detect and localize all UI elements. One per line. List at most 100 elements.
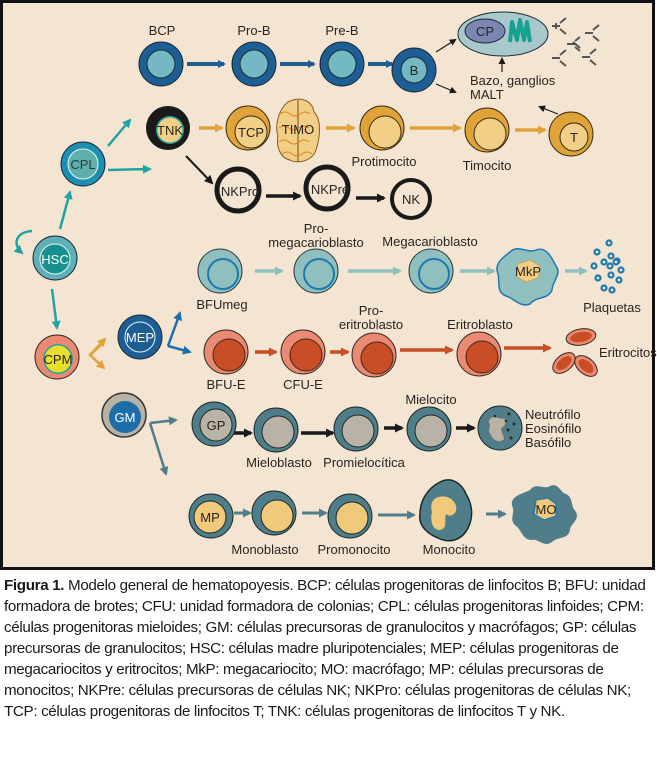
cell-monocito <box>419 479 473 542</box>
label-bfue: BFU-E <box>207 377 246 392</box>
label-tcp: TCP <box>238 125 264 140</box>
cell-nkpro: NKPro <box>214 166 262 214</box>
cell-cfue <box>280 329 326 375</box>
erythroid-row: BFU-E CFU-E Pro- eritroblasto Eritroblas… <box>203 303 657 392</box>
label-b: B <box>410 63 419 78</box>
label-bazo: Bazo, ganglios <box>470 73 556 88</box>
label-promega-1: Pro- <box>304 221 329 236</box>
platelets-icon <box>590 239 625 294</box>
arrow-hsc-self-renewal <box>13 229 33 255</box>
label-hsc: HSC <box>41 252 68 267</box>
label-cp: CP <box>476 24 494 39</box>
label-cpm: CPM <box>44 352 73 367</box>
cell-granulocito <box>477 405 523 451</box>
arrow-mep-bfue <box>167 344 192 355</box>
label-eritroblasto: Eritroblasto <box>447 317 513 332</box>
label-plaquetas: Plaquetas <box>583 300 641 315</box>
label-nkpre: NKPre <box>311 182 349 197</box>
cell-gm: GM <box>101 392 147 438</box>
megakaryocyte-row: BFUmeg Pro- megacarioblasto Megacariobla… <box>196 221 641 315</box>
t-lineage-row: TNK TCP TIMO Protimocito Timocito <box>146 98 594 173</box>
plasma-cell: CP <box>457 11 549 57</box>
label-mep: MEP <box>126 330 154 345</box>
arrow-tnk-nkpro <box>185 155 214 185</box>
b-lineage-row: BCP Pro-B Pre-B B CP <box>138 11 600 102</box>
cell-promielocitica <box>333 406 379 452</box>
cell-timocito <box>464 107 510 153</box>
cell-bfumeg <box>197 248 243 294</box>
cell-megacarioblasto <box>408 248 454 294</box>
label-gp: GP <box>207 418 226 433</box>
arrow-t-malt <box>538 105 559 115</box>
caption-text: Modelo general de hematopoyesis. BCP: cé… <box>4 577 646 720</box>
label-mielocito: Mielocito <box>405 392 456 407</box>
label-basofilo: Basófilo <box>525 435 571 450</box>
cell-hsc: HSC <box>32 235 78 281</box>
label-mkp: MkP <box>515 264 541 279</box>
figure-caption: Figura 1. Modelo general de hematopoyesi… <box>4 575 654 722</box>
label-cfue: CFU-E <box>283 377 323 392</box>
cell-mp: MP <box>188 493 234 539</box>
label-megacarioblasto: Megacarioblasto <box>382 234 477 249</box>
cell-mieloblasto <box>253 407 299 453</box>
cell-eritroblasto <box>456 331 502 377</box>
arrow-hsc-cpm <box>50 288 61 330</box>
cell-preb <box>319 41 365 87</box>
label-protimocito: Protimocito <box>351 154 416 169</box>
label-mieloblasto: Mieloblasto <box>246 455 312 470</box>
monocyte-row: MP Monoblasto Promonocito Monocito MO <box>188 479 577 557</box>
cell-cpl: CPL <box>60 141 106 187</box>
label-gm: GM <box>115 410 136 425</box>
nk-lineage-row: NKPro NKPre NK <box>185 155 432 220</box>
arrow-cpl-nk <box>107 164 152 174</box>
cell-mielocito <box>406 406 452 452</box>
arrow-cpm-mep <box>89 337 107 356</box>
label-malt: MALT <box>470 87 504 102</box>
cell-t: T <box>548 111 594 157</box>
antibodies-icon <box>552 17 600 67</box>
label-timo: TIMO <box>282 122 315 137</box>
cell-nk: NK <box>390 178 432 220</box>
arrow-gm-branch <box>149 416 178 426</box>
cell-gp: GP <box>191 401 237 447</box>
arrow-hsc-cpl <box>58 190 73 230</box>
thymus-icon: TIMO <box>276 98 320 163</box>
label-preb: Pre-B <box>325 23 358 38</box>
cell-proeritroblasto <box>351 332 397 378</box>
cell-bcp <box>138 41 184 87</box>
arrow-gm-mp <box>148 422 169 476</box>
arrow-b-malt <box>435 83 457 94</box>
label-neutrofilo: Neutrófilo <box>525 407 581 422</box>
cell-nkpre: NKPre <box>303 164 351 212</box>
label-mp: MP <box>200 510 220 525</box>
cell-b: B <box>391 47 437 93</box>
label-promega-2: megacarioblasto <box>268 235 363 250</box>
cell-mkp: MkP <box>496 248 559 306</box>
label-proeritro-2: eritroblasto <box>339 317 403 332</box>
arrow-cpl-tnk <box>107 118 132 147</box>
granulocyte-row: GP Mieloblasto Promielocítica Mielocito <box>191 392 581 470</box>
cell-tnk: TNK <box>146 106 190 150</box>
cell-protimocito <box>359 105 405 151</box>
cell-prob <box>231 41 277 87</box>
label-proeritro-1: Pro- <box>359 303 384 318</box>
label-bcp: BCP <box>149 23 176 38</box>
label-monocito: Monocito <box>423 542 476 557</box>
label-nk: NK <box>402 192 420 207</box>
cell-cpm: CPM <box>34 334 80 380</box>
cell-monoblasto <box>251 490 297 536</box>
arrow-b-cp <box>435 38 457 53</box>
progenitors: CPL HSC CPM MEP GM <box>13 118 192 476</box>
cell-promegacarioblasto <box>293 248 339 294</box>
label-timocito: Timocito <box>463 158 512 173</box>
label-bfumeg: BFUmeg <box>196 297 247 312</box>
erythrocytes-icon <box>552 328 598 377</box>
label-tnk: TNK <box>157 123 183 138</box>
arrow-mep-bfumeg <box>166 311 182 347</box>
label-eosinofilo: Eosinófilo <box>525 421 581 436</box>
label-nkpro: NKPro <box>221 184 259 199</box>
hematopoiesis-diagram: BCP Pro-B Pre-B B CP <box>0 0 657 570</box>
label-prob: Pro-B <box>237 23 270 38</box>
cell-tcp: TCP <box>225 105 271 151</box>
cell-macrofago: MO <box>511 485 577 544</box>
